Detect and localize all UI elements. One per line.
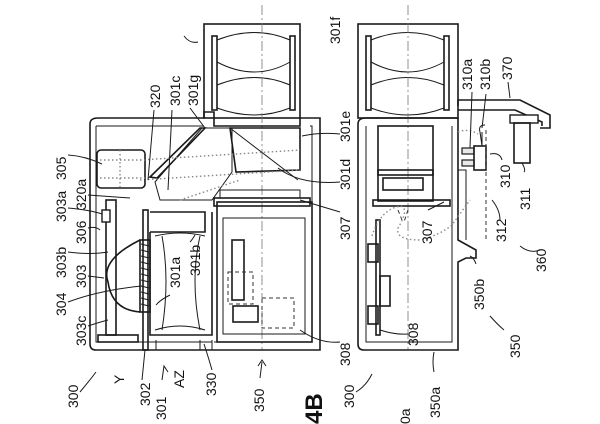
label-301d: 301d bbox=[337, 159, 353, 190]
label-311: 311 bbox=[517, 187, 533, 210]
label-350-right: 350 bbox=[507, 334, 523, 358]
label-320: 320 bbox=[147, 84, 163, 108]
label-301f: 301f bbox=[327, 17, 343, 44]
label-310a: 310a bbox=[459, 59, 475, 90]
motor-305 bbox=[96, 149, 146, 190]
label-303b: 303b bbox=[53, 247, 69, 278]
label-310b: 310b bbox=[477, 59, 493, 90]
board-right bbox=[367, 199, 471, 336]
housing-300 bbox=[89, 111, 321, 351]
actuator-303 bbox=[97, 199, 151, 351]
label-350a: 350a bbox=[427, 387, 443, 418]
housing-350 bbox=[357, 117, 477, 351]
left-view bbox=[89, 5, 321, 351]
label-302: 302 bbox=[137, 382, 153, 406]
labels-left: 301f 320 301c 301g 305 320a 303a 306 303… bbox=[53, 17, 353, 424]
guide-shaft-302 bbox=[142, 209, 149, 351]
label-301e: 301e bbox=[337, 111, 353, 142]
right-view bbox=[357, 5, 551, 351]
label-370: 370 bbox=[499, 56, 515, 80]
label-301g: 301g bbox=[185, 75, 201, 106]
label-308-left: 308 bbox=[337, 342, 353, 366]
label-303c: 303c bbox=[73, 316, 89, 346]
lens-group-301a bbox=[149, 211, 213, 350]
label-306: 306 bbox=[73, 220, 89, 244]
figure-label-4B: 4B bbox=[301, 393, 328, 424]
label-310: 310 bbox=[497, 164, 513, 188]
prism-301c bbox=[139, 127, 301, 201]
label-AZ: AZ bbox=[171, 370, 187, 388]
label-350b: 350b bbox=[471, 279, 487, 310]
label-308-right: 308 bbox=[405, 322, 421, 346]
cap-311-top bbox=[509, 114, 539, 124]
label-312: 312 bbox=[493, 218, 509, 242]
label-303a: 303a bbox=[53, 191, 69, 222]
labels-right: 310a 310b 370 310 311 312 360 350b 350 3… bbox=[341, 56, 549, 424]
label-303: 303 bbox=[73, 264, 89, 288]
label-307-left: 307 bbox=[337, 216, 353, 240]
label-301: 301 bbox=[153, 396, 169, 420]
label-307-right: 307 bbox=[419, 220, 435, 244]
label-360: 360 bbox=[533, 248, 549, 272]
label-300: 300 bbox=[65, 384, 81, 408]
board-350-left bbox=[213, 189, 313, 343]
label-330: 330 bbox=[203, 372, 219, 396]
label-301b: 301b bbox=[187, 245, 203, 276]
connector-310 bbox=[457, 99, 551, 240]
label-301a: 301a bbox=[167, 257, 183, 288]
label-350-left: 350 bbox=[251, 388, 267, 412]
label-320a: 320a bbox=[73, 179, 89, 210]
sensor-306 bbox=[101, 209, 111, 223]
label-305: 305 bbox=[53, 156, 69, 180]
label-Y: Y bbox=[111, 374, 127, 384]
label-partial-0a: 0a bbox=[397, 408, 413, 424]
label-304: 304 bbox=[53, 292, 69, 316]
label-301c: 301c bbox=[167, 76, 183, 106]
plug-311 bbox=[513, 122, 531, 164]
lens-barrel-301f bbox=[203, 23, 301, 119]
label-300-right: 300 bbox=[341, 384, 357, 408]
